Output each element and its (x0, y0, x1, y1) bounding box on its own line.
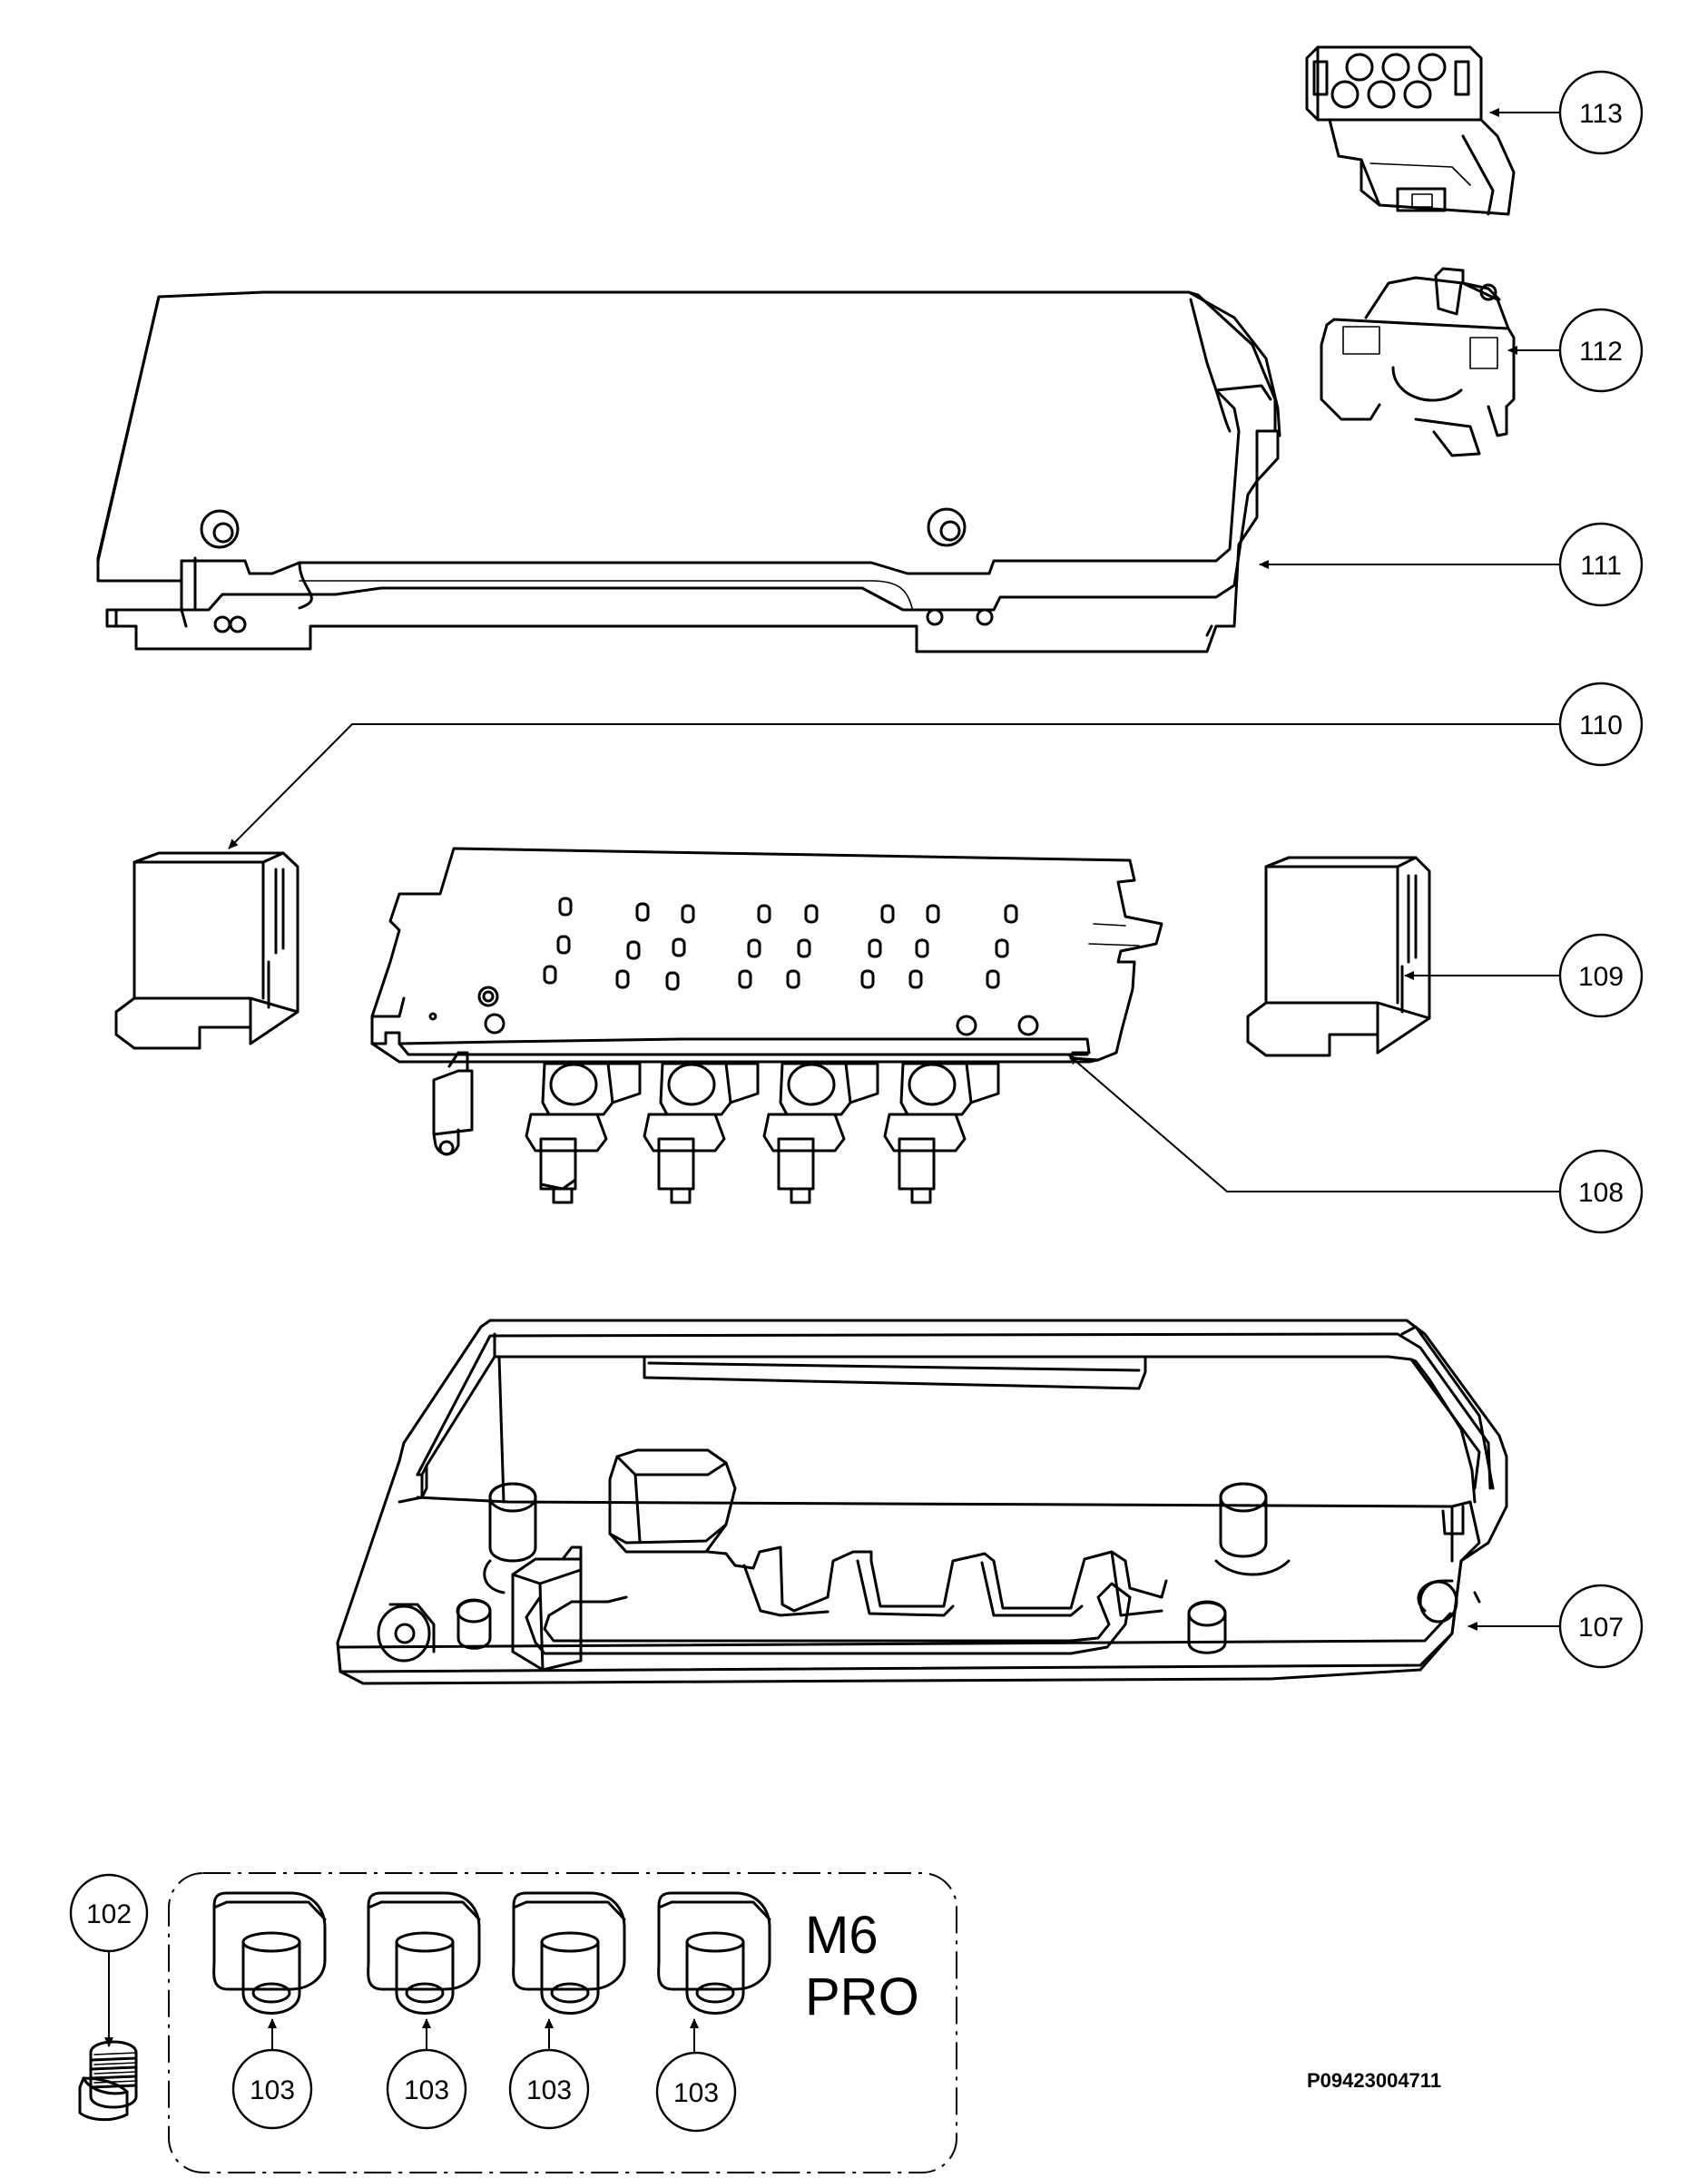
pcb-led-pins (543, 897, 1018, 991)
callout-103-a: 103 (231, 2048, 313, 2130)
part-108-pcb (370, 847, 1163, 1204)
callout-103-b-label: 103 (404, 2075, 449, 2105)
callout-103-c: 103 (508, 2048, 590, 2130)
part-112-clip (1320, 267, 1516, 457)
callout-111: 111 (1558, 522, 1644, 607)
callout-102: 102 (69, 1873, 149, 1953)
knob-103-3 (512, 1891, 626, 2015)
callout-109: 109 (1558, 933, 1644, 1018)
dashed-group-frame (168, 1872, 957, 2173)
pcb-potentiometers (525, 1062, 1000, 1204)
part-111-top-cover (96, 290, 1281, 653)
m6-pro-knob-group: M6 PRO (168, 1872, 957, 2173)
part-113-connector (1305, 45, 1516, 216)
knob-103-1 (212, 1891, 327, 2015)
callout-108: 108 (1558, 1149, 1644, 1234)
part-110-block-left (114, 851, 299, 1050)
callout-113: 113 (1558, 70, 1644, 155)
callout-110: 110 (1558, 682, 1644, 767)
part-102-threaded-insert (78, 2040, 138, 2122)
callout-103-d-label: 103 (673, 2078, 719, 2108)
callout-107: 107 (1558, 1584, 1644, 1669)
knob-103-4 (657, 1891, 771, 2015)
callout-110-label: 110 (1579, 711, 1623, 741)
part-107-bottom-housing (336, 1319, 1508, 1685)
callout-103-a-label: 103 (250, 2075, 295, 2105)
pcb-push-button (432, 1051, 474, 1156)
leader-lines (104, 108, 1559, 2053)
callout-112: 112 (1558, 308, 1644, 393)
callout-108-label: 108 (1578, 1178, 1624, 1208)
callout-111-label: 111 (1580, 551, 1622, 581)
callout-107-label: 107 (1578, 1613, 1624, 1643)
callout-109-label: 109 (1578, 962, 1624, 992)
callout-112-label: 112 (1579, 337, 1623, 367)
callout-102-label: 102 (86, 1899, 132, 1929)
callout-103-c-label: 103 (526, 2075, 572, 2105)
model-label-line1: M6 (805, 1906, 879, 1965)
model-label-line2: PRO (805, 1967, 919, 2026)
knob-103-2 (367, 1891, 481, 2015)
drawing-code: P09423004711 (1307, 2069, 1441, 2092)
callout-103-d: 103 (655, 2051, 737, 2133)
callout-103-b: 103 (386, 2048, 467, 2130)
callout-113-label: 113 (1579, 99, 1623, 129)
part-109-block-right (1246, 856, 1431, 1057)
